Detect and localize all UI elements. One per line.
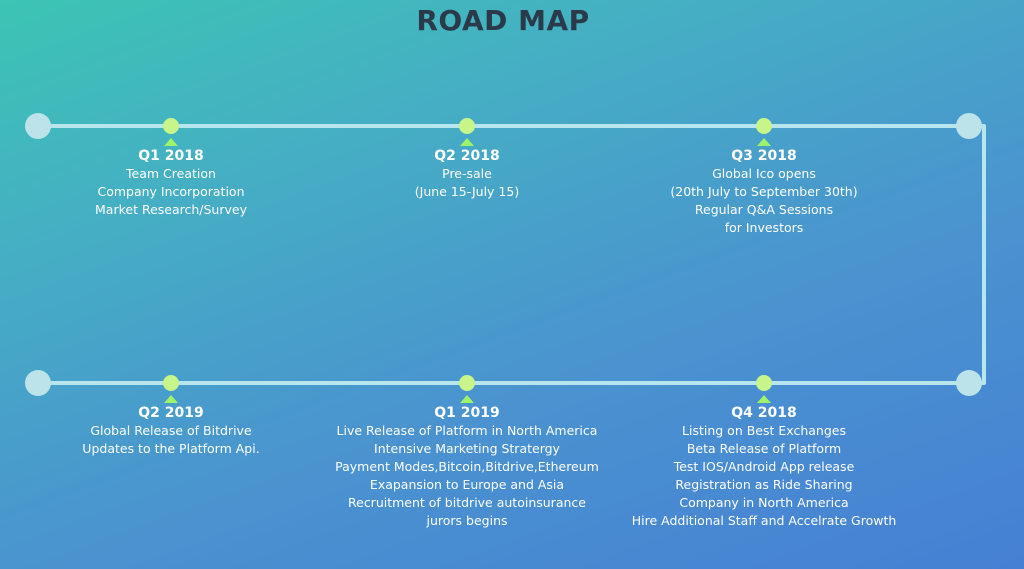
- milestone-arrow-icon: [460, 138, 474, 146]
- milestone-item: Global Release of Bitdrive: [90, 423, 252, 438]
- milestone-q1-2018: Q1 2018 Team Creation Company Incorporat…: [21, 138, 321, 219]
- milestone-arrow-icon: [164, 138, 178, 146]
- timeline-corner-endpoint-top: [956, 113, 982, 139]
- milestone-quarter: Q1 2019: [434, 405, 500, 421]
- milestone-item: Company in North America: [679, 495, 849, 510]
- milestone-quarter: Q3 2018: [731, 148, 797, 164]
- milestone-item: (June 15-July 15): [414, 184, 520, 199]
- milestone-q3-2018: Q3 2018 Global Ico opens (20th July to S…: [614, 138, 914, 237]
- milestone-item: Beta Release of Platform: [686, 441, 842, 456]
- timeline-line: [38, 124, 986, 385]
- timeline-corner-endpoint-bottom: [956, 370, 982, 396]
- milestone-item: Regular Q&A Sessions: [694, 202, 834, 217]
- milestone-item: Listing on Best Exchanges: [682, 423, 846, 438]
- milestone-item: Market Research/Survey: [95, 202, 247, 217]
- milestone-item: for Investors: [724, 220, 804, 235]
- milestone-quarter: Q1 2018: [138, 148, 204, 164]
- milestone-item: Team Creation: [126, 166, 216, 181]
- milestone-dot-q2-2019: [163, 375, 179, 391]
- milestone-q1-2019: Q1 2019 Live Release of Platform in Nort…: [317, 395, 617, 530]
- milestone-q4-2018: Q4 2018 Listing on Best Exchanges Beta R…: [614, 395, 914, 530]
- milestone-item: Intensive Marketing Stratergy: [374, 441, 560, 456]
- milestone-item: Recruitment of bitdrive autoinsurance: [348, 495, 586, 510]
- milestone-item: Company Incorporation: [97, 184, 245, 199]
- milestone-dot-q2-2018: [459, 118, 475, 134]
- milestone-item: Hire Additional Staff and Accelrate Grow…: [631, 513, 897, 528]
- milestone-item: Test IOS/Android App release: [673, 459, 855, 474]
- milestone-q2-2018: Q2 2018 Pre-sale (June 15-July 15): [317, 138, 617, 201]
- milestone-item: Pre-sale: [442, 166, 492, 181]
- milestone-arrow-icon: [757, 138, 771, 146]
- milestone-dot-q1-2019: [459, 375, 475, 391]
- timeline-start-endpoint: [25, 113, 51, 139]
- milestone-q2-2019: Q2 2019 Global Release of Bitdrive Updat…: [21, 395, 321, 458]
- milestone-arrow-icon: [460, 395, 474, 403]
- milestone-arrow-icon: [757, 395, 771, 403]
- milestone-item: (20th July to September 30th): [670, 184, 858, 199]
- milestone-dot-q4-2018: [756, 375, 772, 391]
- milestone-item: Live Release of Platform in North Americ…: [336, 423, 598, 438]
- milestone-arrow-icon: [164, 395, 178, 403]
- milestone-item: Payment Modes,Bitcoin,Bitdrive,Ethereum: [335, 459, 599, 474]
- milestone-item: Registration as Ride Sharing: [675, 477, 853, 492]
- page-title: ROAD MAP: [416, 4, 590, 37]
- milestone-quarter: Q4 2018: [731, 405, 797, 421]
- timeline-end-endpoint: [25, 370, 51, 396]
- milestone-item: Exapansion to Europe and Asia: [369, 477, 565, 492]
- milestone-item: Global Ico opens: [712, 166, 816, 181]
- milestone-quarter: Q2 2019: [138, 405, 204, 421]
- milestone-item: Updates to the Platform Api.: [82, 441, 260, 456]
- milestone-item: jurors begins: [426, 513, 508, 528]
- milestone-dot-q1-2018: [163, 118, 179, 134]
- milestone-quarter: Q2 2018: [434, 148, 500, 164]
- milestone-dot-q3-2018: [756, 118, 772, 134]
